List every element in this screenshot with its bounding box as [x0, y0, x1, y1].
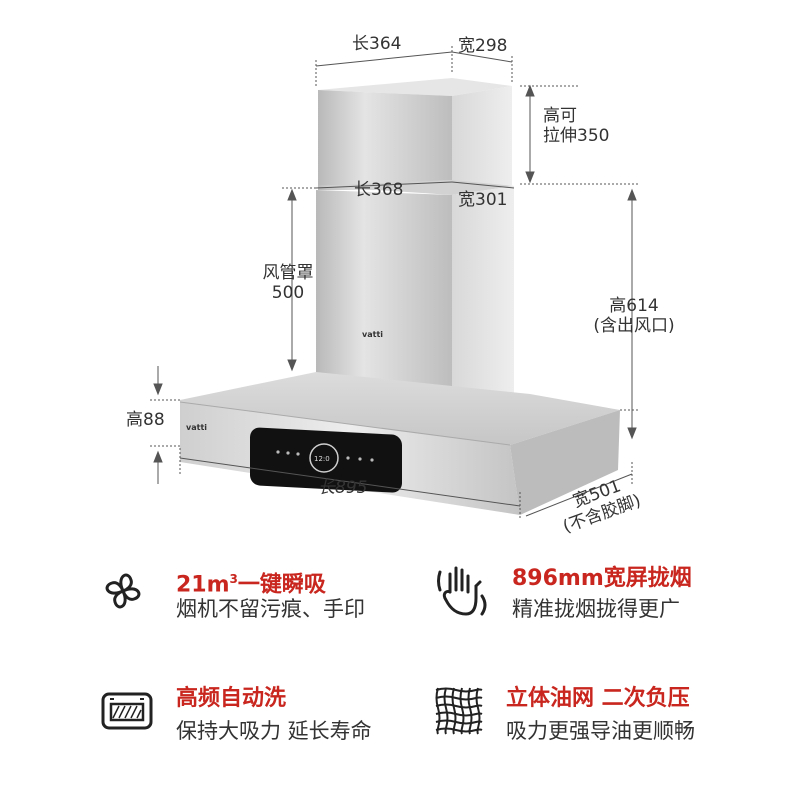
panel-display: 12:0 — [314, 455, 330, 463]
oven-clean-icon — [101, 692, 153, 730]
dim-stretch-line2: 拉伸350 — [543, 126, 610, 146]
control-panel: 12:0 — [250, 427, 402, 493]
dim-stretch-line1: 高可 — [543, 106, 577, 126]
feature-4-desc: 吸力更强导油更顺畅 — [506, 719, 695, 743]
dial-ring — [309, 443, 339, 473]
feature-2-title: 896mm宽屏拢烟 — [512, 566, 692, 591]
feature-4-title: 立体油网 二次负压 — [506, 686, 690, 711]
hood-logo: vatti — [186, 423, 207, 432]
dim-top-length: 长364 — [352, 34, 402, 54]
duct-cover: vatti — [316, 180, 514, 420]
feature-1-title: 21m3一键瞬吸 — [176, 572, 326, 598]
dim-hood-height: 高88 — [126, 410, 165, 430]
filter-grid-icon — [435, 687, 483, 735]
dim-hood-length: 长895 — [318, 478, 368, 498]
dim-duct-cover-line1: 风管罩 — [262, 263, 314, 283]
feature-2-desc: 精准拢烟拢得更广 — [512, 597, 680, 621]
feature-1-desc: 烟机不留污痕、手印 — [176, 597, 365, 621]
hand-wave-icon — [437, 566, 487, 616]
fan-swirl-icon — [105, 573, 141, 609]
feature-3-desc: 保持大吸力 延长寿命 — [176, 719, 372, 743]
dim-total-height-line2: (含出风口) — [593, 316, 675, 336]
chimney-logo: vatti — [362, 330, 383, 339]
upper-chimney — [318, 78, 512, 190]
feature-3-title: 高频自动洗 — [176, 686, 287, 711]
dimension-lines — [150, 46, 640, 520]
dim-total-height-line1: 高614 — [609, 296, 659, 316]
range-hood-drawing: vatti vatti 12:0 — [150, 46, 640, 520]
dim-mid-length: 长368 — [354, 180, 404, 200]
dim-duct-cover-line2: 500 — [271, 283, 305, 303]
dim-mid-width: 宽301 — [458, 190, 508, 210]
dim-top-width: 宽298 — [458, 36, 508, 56]
